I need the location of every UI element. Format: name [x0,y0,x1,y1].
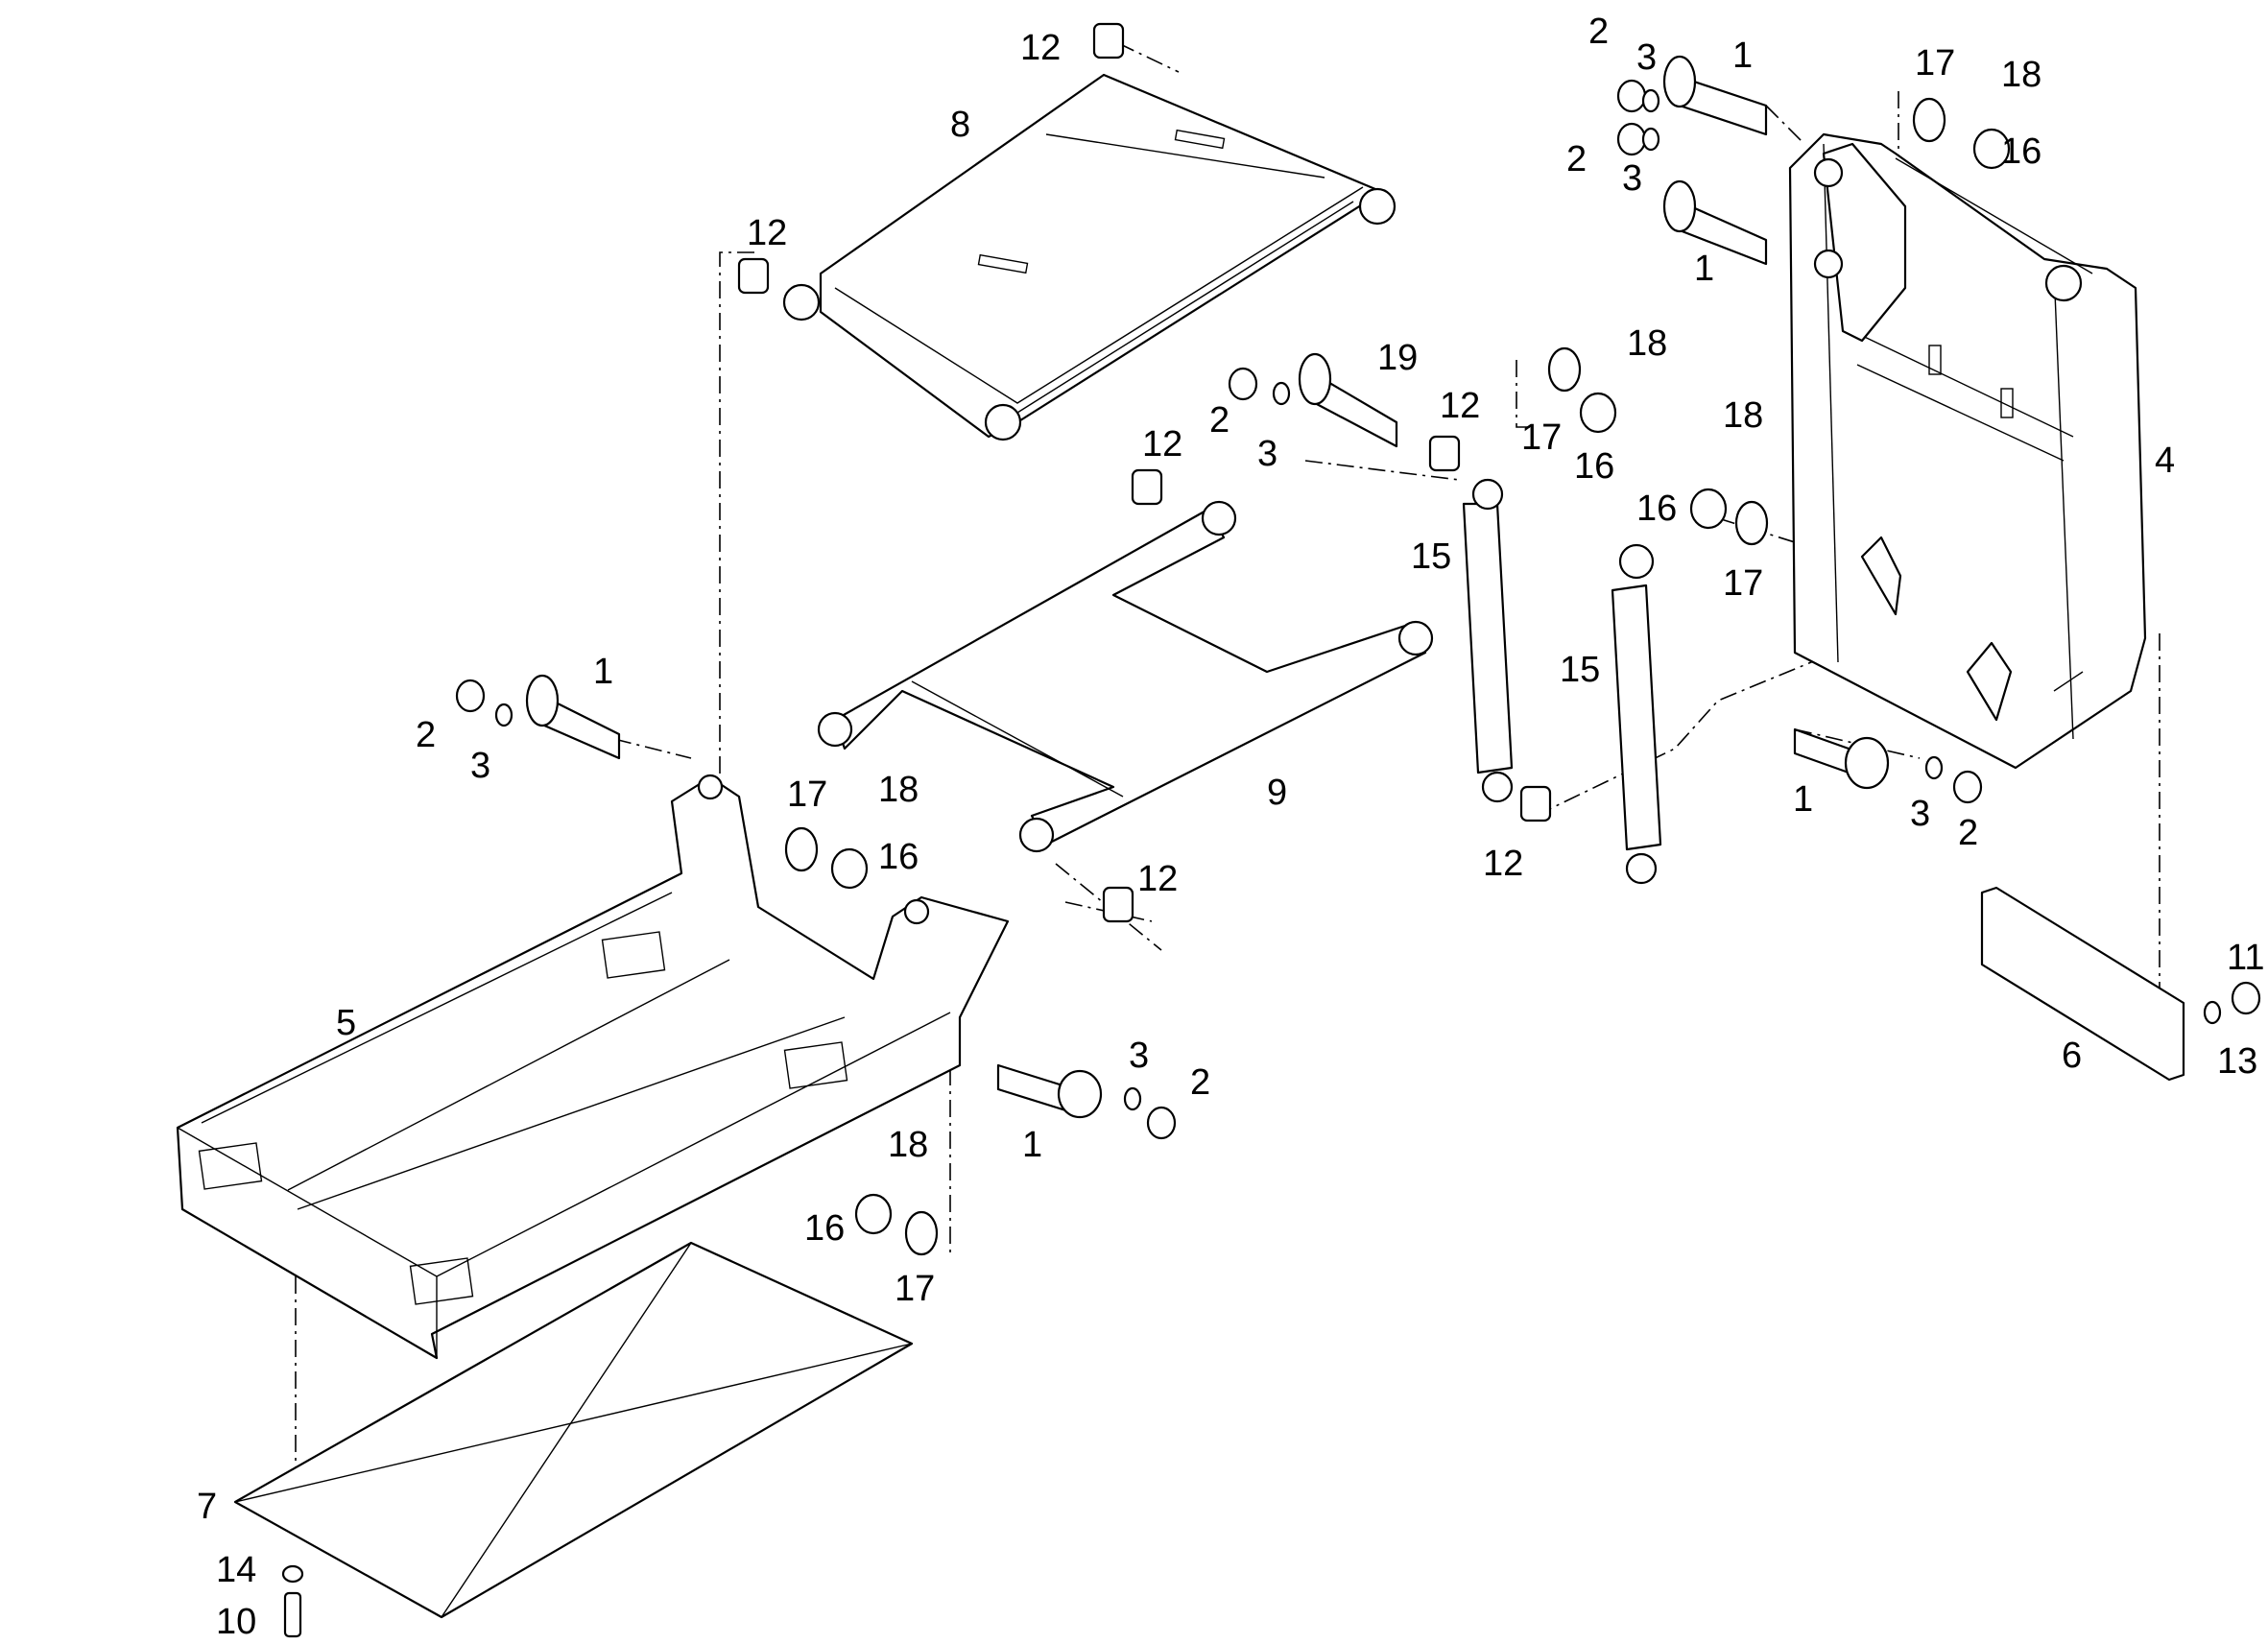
callout: 12 [1137,859,1178,899]
callout: 7 [197,1487,217,1527]
part-7-bottom-cover [233,1241,914,1619]
callout: 3 [1622,158,1642,199]
part-9-middle-frame [817,500,1434,853]
callout: 18 [878,770,919,810]
callout: 19 [1377,338,1418,378]
pins [525,55,1890,1119]
callout: 2 [416,715,436,755]
callout: 11 [2227,938,2264,978]
callout: 18 [888,1125,928,1165]
callout: 3 [1129,1036,1149,1076]
callout: 16 [2001,131,2041,172]
callout: 9 [1267,773,1287,813]
callout: 1 [1694,249,1714,289]
callout: 12 [1483,844,1523,884]
callout: 18 [1627,323,1667,364]
callout: 15 [1560,650,1600,690]
callout: 12 [1142,424,1182,465]
part-8-top-frame [782,73,1397,441]
callout: 1 [1022,1125,1042,1165]
callout: 16 [878,837,919,877]
callout: 13 [2217,1041,2257,1082]
callout: 12 [1020,28,1061,68]
callout: 10 [216,1602,256,1642]
callout: 1 [593,652,613,692]
callout: 16 [804,1208,845,1249]
callout: 14 [216,1550,256,1590]
part-15-cylinders [1462,478,1662,885]
callout: 3 [1636,37,1657,78]
part-5-base-frame [176,774,1010,1360]
callout: 6 [2062,1036,2082,1076]
callout: 2 [1190,1062,1210,1103]
part-6-side-plate [1980,886,2185,1082]
callout: 8 [950,105,970,145]
callout: 17 [1521,417,1562,458]
callout: 2 [1588,12,1609,52]
callout: 17 [895,1269,935,1309]
callout: 18 [1723,395,1763,436]
callout: 3 [1257,434,1277,474]
part-4-upright-column [1788,132,2147,770]
small-hardware [281,22,2261,1638]
callout: 3 [1910,794,1930,834]
callout: 1 [1732,36,1753,76]
callout: 3 [470,746,490,786]
callout: 4 [2155,441,2175,481]
callout: 16 [1636,488,1677,529]
callout: 2 [1566,139,1587,179]
callout: 18 [2001,55,2041,95]
callout: 15 [1411,536,1451,577]
callout: 1 [1793,779,1813,820]
callout: 17 [1723,563,1763,604]
callout: 12 [1440,386,1480,426]
callout: 2 [1209,400,1229,441]
callout: 12 [747,213,787,253]
callout: 17 [1915,43,1955,83]
callout-labels: 12 8 12 2 3 1 2 3 1 17 18 16 19 18 2 12 … [197,12,2264,1642]
callout: 5 [336,1003,356,1043]
callout: 2 [1958,813,1978,853]
callout: 17 [787,774,827,815]
callout: 16 [1574,446,1614,487]
